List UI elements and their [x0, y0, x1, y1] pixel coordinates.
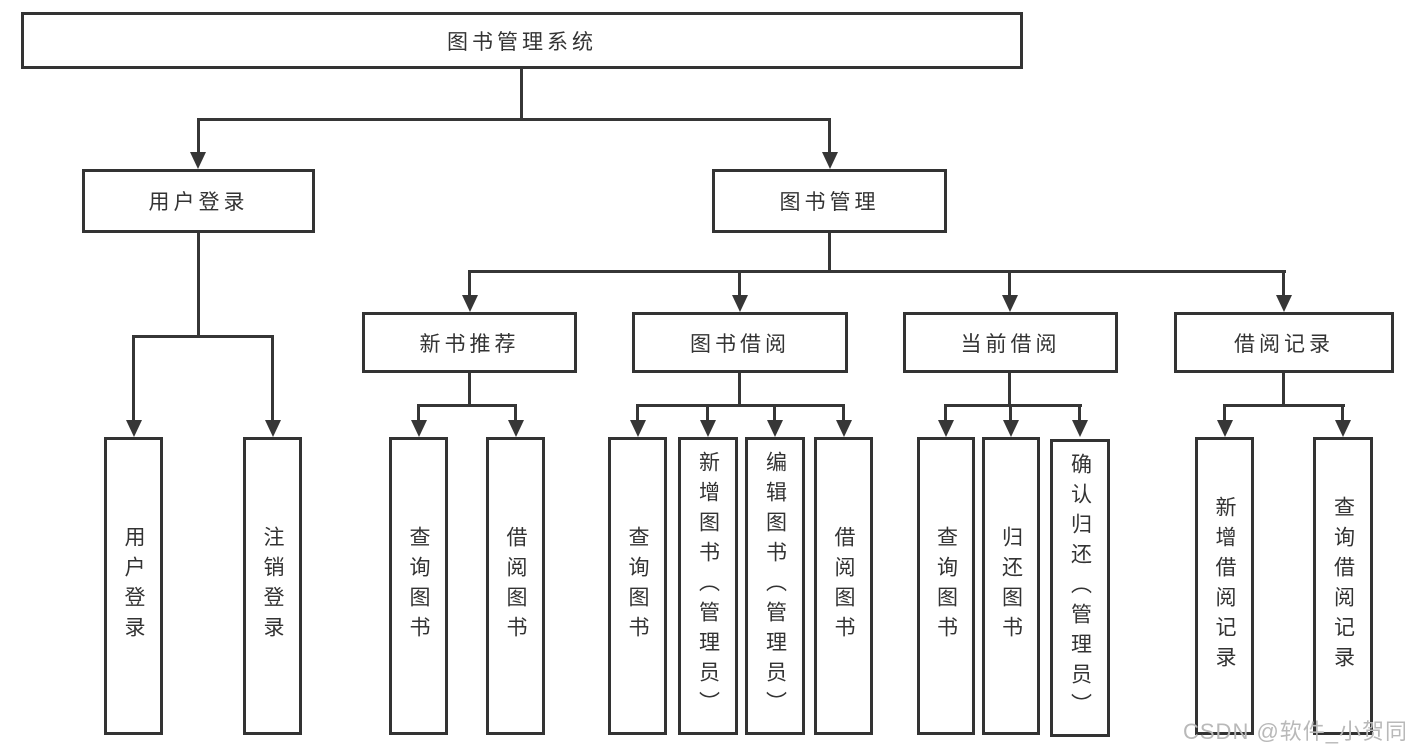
arrow-query-borrow: [630, 420, 646, 437]
connector-stem-query-new: [417, 404, 420, 422]
node-current-borrow-label: 当前借阅: [960, 332, 1061, 356]
connector-stem-borrow-new: [514, 404, 517, 422]
connector-stem-user-login: [197, 118, 200, 154]
leaf-logout: 注销登录: [243, 437, 302, 735]
arrow-add-books: [700, 420, 716, 437]
arrow-borrow-books: [836, 420, 852, 437]
leaf-edit-books-admin-label: 编辑图书（管理员）: [763, 451, 787, 721]
leaf-user-login-label: 用户登录: [122, 526, 145, 646]
leaf-borrow-books-borrow: 借阅图书: [814, 437, 873, 735]
connector-newbooks-bar: [417, 404, 517, 407]
connector-root-bar: [197, 118, 831, 121]
leaf-user-login: 用户登录: [104, 437, 163, 735]
leaf-query-books-new: 查询图书: [389, 437, 448, 735]
connector-stem-new-books: [468, 270, 471, 297]
connector-userlogin-bar: [132, 335, 274, 338]
arrow-leaf-logout: [265, 420, 281, 437]
leaf-add-borrow-record-label: 新增借阅记录: [1213, 496, 1236, 676]
leaf-borrow-books-new: 借阅图书: [486, 437, 545, 735]
arrow-new-books: [462, 295, 478, 312]
arrow-leaf-login: [126, 420, 142, 437]
connector-borrowrecords-bar: [1223, 404, 1345, 407]
arrow-user-login: [190, 152, 206, 169]
arrow-borrow-new: [508, 420, 524, 437]
connector-currentborrow-stub: [1008, 373, 1011, 406]
node-user-login: 用户登录: [82, 169, 315, 233]
connector-currentborrow-bar: [944, 404, 1082, 407]
leaf-query-borrow-record-label: 查询借阅记录: [1331, 496, 1355, 676]
connector-stem-confirm-return: [1078, 404, 1081, 422]
arrow-query-current: [938, 420, 954, 437]
node-user-login-label: 用户登录: [148, 191, 249, 214]
arrow-current-borrow: [1002, 295, 1018, 312]
leaf-return-books: 归还图书: [982, 437, 1040, 735]
connector-root-stub: [520, 68, 523, 120]
csdn-watermark: CSDN @软件_小贺同学: [1183, 719, 1405, 744]
leaf-query-borrow-record: 查询借阅记录: [1313, 437, 1373, 735]
connector-stem-borrow-books: [842, 404, 845, 422]
leaf-return-books-label: 归还图书: [999, 526, 1023, 646]
node-current-borrow: 当前借阅: [903, 312, 1118, 373]
node-book-mgmt-label: 图书管理: [779, 191, 880, 214]
connector-stem-leaf-logout: [271, 335, 274, 420]
connector-stem-query-record: [1341, 404, 1344, 422]
leaf-query-books-new-label: 查询图书: [407, 526, 430, 646]
node-new-books-label: 新书推荐: [419, 332, 520, 356]
arrow-borrow-records: [1276, 295, 1292, 312]
arrow-return-books: [1003, 420, 1019, 437]
leaf-borrow-books-borrow-label: 借阅图书: [832, 526, 855, 646]
connector-bookborrow-bar: [636, 404, 845, 407]
node-root: 图书管理系统: [21, 12, 1023, 69]
connector-bookmgmt-bar: [468, 270, 1286, 273]
connector-bookmgmt-stub: [828, 233, 831, 272]
connector-stem-query-borrow: [636, 404, 639, 422]
arrow-confirm-return: [1072, 420, 1088, 437]
connector-borrowrecords-stub: [1282, 373, 1285, 406]
node-borrow-records: 借阅记录: [1174, 312, 1394, 373]
leaf-confirm-return-admin-label: 确认归还（管理员）: [1068, 453, 1092, 723]
leaf-add-books-admin-label: 新增图书（管理员）: [696, 451, 720, 721]
node-book-borrow: 图书借阅: [632, 312, 848, 373]
node-book-borrow-label: 图书借阅: [690, 332, 790, 356]
leaf-query-books-borrow-label: 查询图书: [626, 526, 649, 646]
connector-bookborrow-stub: [738, 373, 741, 406]
arrow-edit-books: [767, 420, 783, 437]
node-new-books: 新书推荐: [362, 312, 577, 373]
leaf-add-books-admin: 新增图书（管理员）: [678, 437, 738, 735]
connector-stem-add-books: [706, 404, 709, 422]
connector-stem-return-books: [1009, 404, 1012, 422]
connector-stem-book-mgmt: [828, 118, 831, 154]
leaf-logout-label: 注销登录: [261, 526, 284, 646]
node-root-label: 图书管理系统: [447, 30, 597, 54]
node-book-mgmt: 图书管理: [712, 169, 947, 233]
node-borrow-records-label: 借阅记录: [1234, 332, 1334, 356]
arrow-query-new: [411, 420, 427, 437]
leaf-query-books-borrow: 查询图书: [608, 437, 667, 735]
arrow-add-record: [1217, 420, 1233, 437]
leaf-borrow-books-new-label: 借阅图书: [504, 526, 527, 646]
connector-stem-current-borrow: [1008, 270, 1011, 297]
connector-stem-query-current: [944, 404, 947, 422]
connector-stem-leaf-login: [132, 335, 135, 420]
connector-stem-edit-books: [773, 404, 776, 422]
arrow-book-borrow: [732, 295, 748, 312]
connector-stem-add-record: [1223, 404, 1226, 422]
arrow-query-record: [1335, 420, 1351, 437]
arrow-book-mgmt: [822, 152, 838, 169]
connector-stem-borrow-records: [1282, 270, 1285, 297]
leaf-query-books-current: 查询图书: [917, 437, 975, 735]
leaf-edit-books-admin: 编辑图书（管理员）: [745, 437, 805, 735]
leaf-confirm-return-admin: 确认归还（管理员）: [1050, 439, 1110, 737]
leaf-query-books-current-label: 查询图书: [934, 526, 958, 646]
connector-userlogin-stub: [197, 233, 200, 335]
leaf-add-borrow-record: 新增借阅记录: [1195, 437, 1254, 735]
connector-stem-book-borrow: [738, 270, 741, 297]
connector-newbooks-stub: [468, 373, 471, 406]
